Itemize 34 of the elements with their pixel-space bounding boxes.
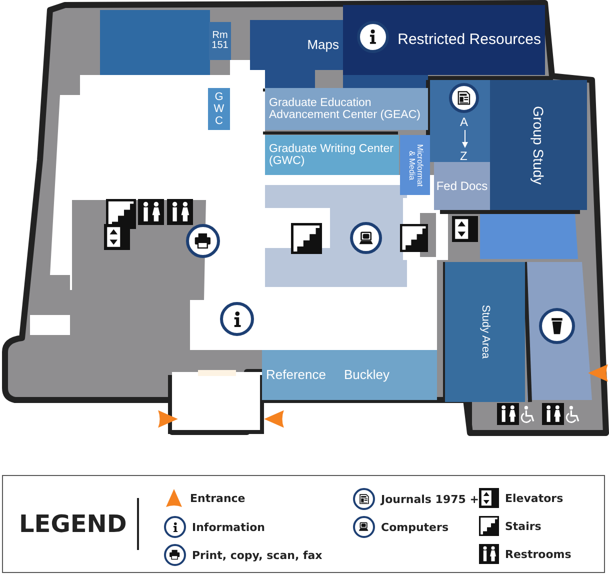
room-label: Maps xyxy=(307,38,339,52)
legend-text: Journals 1975 + xyxy=(381,492,479,506)
room xyxy=(434,162,490,210)
room-label: Reference xyxy=(266,368,326,382)
room-label: Restricted Resources xyxy=(398,32,541,48)
room xyxy=(250,20,343,70)
legend-text: Restrooms xyxy=(505,548,572,560)
legend-text: Print, copy, scan, fax xyxy=(192,548,322,562)
room xyxy=(400,135,430,195)
room-label: GWC xyxy=(214,90,224,128)
legend-text: Information xyxy=(192,520,265,534)
room xyxy=(209,22,231,60)
room-label: Graduate Education Advancement Center (GEAC) xyxy=(269,96,422,122)
range-label: A xyxy=(460,115,468,129)
legend-text: Stairs xyxy=(505,520,542,532)
room xyxy=(208,88,230,130)
room xyxy=(490,80,587,210)
legend-text: Entrance xyxy=(190,492,246,504)
room-label: Graduate Writing Center (GWC) xyxy=(269,142,394,168)
legend-text: Computers xyxy=(381,520,448,534)
room-label: Microformat & Media xyxy=(406,144,424,186)
range-label: Z xyxy=(460,149,468,163)
room xyxy=(265,88,428,130)
room xyxy=(343,5,545,75)
room xyxy=(262,350,437,400)
room xyxy=(445,262,525,402)
room xyxy=(265,135,399,175)
legend-text: Elevators xyxy=(505,492,564,504)
room-label: Buckley xyxy=(344,368,390,382)
room-label: Group Study xyxy=(531,106,546,184)
room-label: Fed Docs xyxy=(436,180,488,192)
legend-title: LEGEND xyxy=(19,510,127,538)
room-label: Study Area xyxy=(479,305,491,359)
room-label: Rm 151 xyxy=(210,30,230,52)
